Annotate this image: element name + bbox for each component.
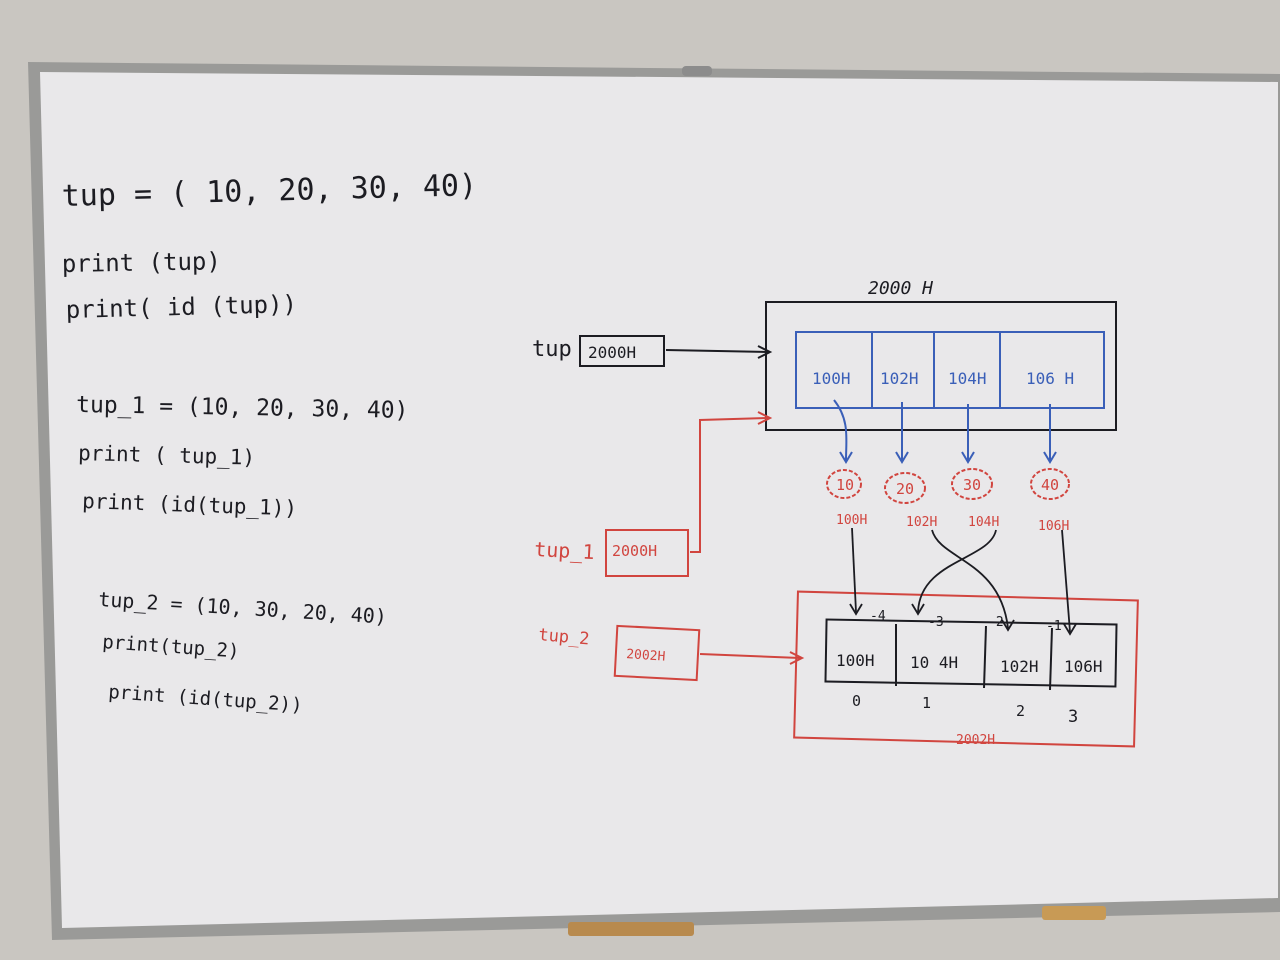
code-tup-print-id: print( id (tup)) (65, 290, 297, 324)
board-surface (40, 72, 1278, 928)
neg-index: -2 (988, 615, 1004, 630)
value-address: 100H (836, 513, 867, 528)
pos-index: 0 (852, 692, 861, 710)
pos-index: 2 (1016, 702, 1025, 720)
tup2-box (613, 624, 701, 682)
value-text: 40 (1041, 476, 1059, 494)
tup2-arrowhead (789, 651, 805, 665)
positive-indices: 0 1 2 3 (852, 692, 1078, 727)
board-tray-holder (568, 922, 694, 936)
tup-box (579, 335, 665, 367)
tup-box-value: 2000H (588, 343, 636, 362)
value-address: 102H (906, 515, 937, 530)
board-clip (682, 66, 712, 76)
top-slot-label: 104H (948, 369, 987, 388)
slot-arrow (833, 399, 848, 461)
slot-to-value-arrows (833, 399, 1057, 464)
value-bubble (951, 468, 993, 500)
outer-tuple-box (765, 301, 1117, 431)
slot-arrowhead (895, 451, 909, 464)
top-slot-row: 100H 102H 104H 106 H (795, 331, 1105, 409)
bottom-slot-row: 100H 10 4H 102H 106H (824, 618, 1118, 691)
value-address: 104H (968, 515, 999, 530)
tup1-arrowhead (757, 411, 773, 425)
tup-label: tup (532, 337, 572, 362)
tup-arrow (665, 349, 769, 353)
bottom-slot-label: 106H (1064, 657, 1103, 676)
slot-arrowhead (839, 451, 853, 464)
link-arrow (917, 529, 997, 613)
value-text: 20 (896, 480, 914, 498)
neg-index: -4 (870, 609, 886, 624)
value-address: 106H (1038, 519, 1069, 534)
slot-arrowhead (961, 451, 975, 464)
tup1-label: tup_1 (534, 537, 595, 564)
value-bubble (1030, 468, 1070, 500)
bottom-slot-divider (1049, 627, 1053, 691)
tup2-variable: tup_2 2002H (538, 624, 701, 682)
tup1-arrow (690, 417, 769, 553)
value-bubble (884, 472, 926, 504)
top-slot-label: 100H (812, 369, 851, 388)
board-wedge (1042, 906, 1106, 920)
pos-index: 1 (922, 694, 931, 712)
link-arrowhead (849, 603, 863, 616)
code-tup1-print: print ( tup_1) (78, 441, 256, 470)
top-slot-label: 102H (880, 369, 919, 388)
tup-arrowhead (757, 345, 773, 359)
tup-variable: tup 2000H (532, 335, 665, 367)
tup1-variable: tup_1 2000H (534, 529, 689, 577)
bottom-slot-frame (824, 618, 1118, 688)
slot-arrowhead (1043, 451, 1057, 464)
link-arrow (931, 529, 1009, 629)
value-text: 30 (963, 476, 981, 494)
code-tup1-def: tup_1 = (10, 20, 30, 40) (76, 392, 409, 424)
link-arrow (851, 527, 857, 613)
link-arrowhead (1001, 619, 1015, 632)
tup1-box-value: 2000H (612, 542, 657, 560)
top-slot-label: 106 H (1026, 369, 1074, 388)
negative-indices: -4 -3 -2 -1 (870, 609, 1062, 634)
neg-index: -1 (1046, 619, 1062, 634)
bottom-tuple-box (793, 590, 1139, 748)
tup2-arrow (699, 653, 801, 659)
bottom-slot-divider (983, 625, 987, 689)
link-arrowhead (911, 603, 925, 616)
value-text: 10 (836, 476, 854, 494)
bottom-slot-label: 10 4H (910, 653, 958, 672)
tup2-label: tup_2 (538, 625, 591, 649)
code-tup-print: print (tup) (62, 247, 221, 278)
bottom-slot-label: 100H (836, 651, 875, 670)
pos-index: 3 (1068, 707, 1078, 727)
bottom-slot-label: 102H (1000, 657, 1039, 676)
link-arrowhead (1063, 623, 1077, 636)
neg-index: -3 (928, 615, 944, 630)
bottom-address: 2002H (956, 733, 995, 748)
link-arrow (1061, 529, 1071, 633)
outer-address: 2000 H (868, 278, 933, 299)
value-bubble (826, 469, 862, 499)
value-to-slot-arrows (849, 527, 1077, 636)
tup1-box (605, 529, 689, 577)
top-slot-frame (795, 331, 1105, 409)
tup2-box-value: 2002H (626, 647, 666, 665)
